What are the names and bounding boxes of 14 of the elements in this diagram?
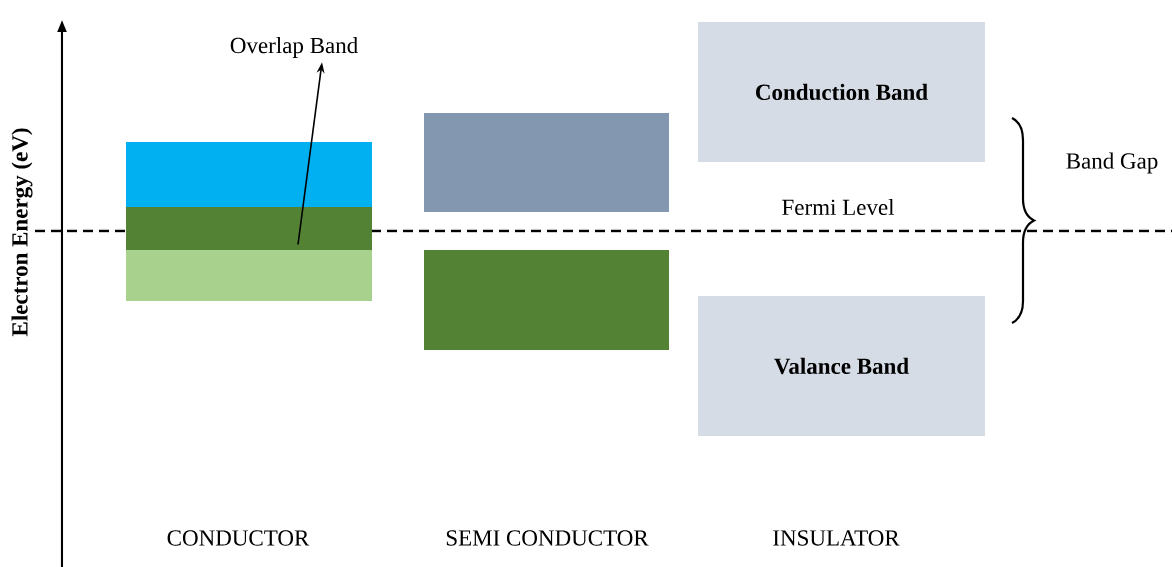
material-label: INSULATOR — [773, 530, 900, 546]
level-label: Fermi Level — [782, 198, 895, 216]
energy-band — [424, 113, 669, 212]
axis-label: Electron Energy (eV) — [11, 128, 33, 337]
energy-band — [126, 250, 372, 301]
material-label: CONDUCTOR — [167, 530, 310, 546]
energy-band — [126, 142, 372, 207]
band-box: Valance Band — [698, 296, 985, 436]
gap-label: Band Gap — [1066, 152, 1158, 174]
material-label: SEMI CONDUCTOR — [446, 530, 649, 546]
band-box: Conduction Band — [698, 22, 985, 162]
energy-band — [424, 250, 669, 350]
overlap-band — [126, 207, 372, 250]
band-name: Overlap Band — [230, 37, 358, 58]
